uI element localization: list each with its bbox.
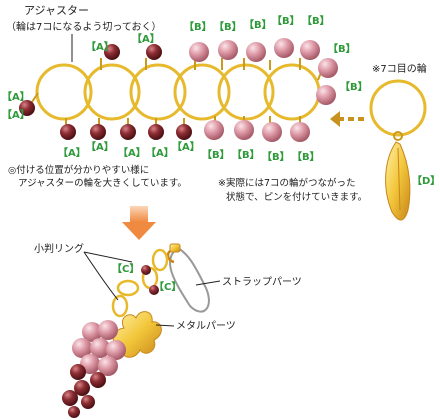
tag-b: 【B】 [340, 80, 368, 93]
tag-b: 【B】 [202, 148, 230, 161]
note-right-1: ※実際には7コの輪がつながった [218, 177, 356, 189]
tags-a: 【A】 【A】 【A】 【A】 【A】 【A】 【A】 【A】 【A】 [2, 32, 200, 159]
note-left-2: アジャスターの輪を大きくしています。 [18, 177, 187, 189]
tag-b: 【B】 [292, 150, 320, 163]
tag-a: 【A】 [146, 146, 174, 159]
tag-b: 【B】 [184, 20, 212, 33]
beads-b [189, 38, 338, 142]
adjuster-note: （輪は7コになるよう切っておく） [6, 20, 162, 33]
tag-b: 【B】 [262, 150, 290, 163]
seventh-ring [369, 79, 427, 137]
beads-a [19, 44, 192, 140]
tag-b: 【B】 [272, 14, 300, 27]
seventh-ring-label: ※7コ目の輪 [372, 62, 427, 75]
tag-a: 【A】 [132, 32, 160, 45]
tag-a: 【A】 [86, 140, 114, 153]
dashed-arrow [330, 111, 364, 127]
strap-parts-label: ストラップパーツ [222, 276, 302, 288]
leaf-charm-d [385, 141, 411, 221]
tag-b: 【B】 [244, 18, 272, 31]
tag-a: 【A】 [2, 90, 30, 103]
tag-b: 【B】 [328, 42, 356, 55]
strap-leader-line [195, 280, 221, 286]
tag-b: 【B】 [214, 20, 242, 33]
tag-b: 【B】 [232, 148, 260, 161]
tag-c: 【C】 [154, 280, 181, 293]
jump-ring [393, 131, 403, 141]
grape-cluster [62, 320, 126, 418]
small-bead [141, 265, 151, 275]
metal-leader-line [155, 324, 175, 327]
note-right-2: 状態で、ピンを付けていきます。 [226, 191, 367, 203]
note-left-1: ◎付ける位置が分かりやすい様に [8, 164, 149, 176]
small-ring-label: 小判リング [34, 242, 84, 255]
tag-a: 【A】 [58, 146, 86, 159]
step-down-arrow [122, 206, 156, 240]
tags-b: 【B】 【B】 【B】 【B】 【B】 【B】 【B】 【B】 【B】 【B】 … [184, 14, 368, 163]
tag-a: 【A】 [2, 108, 30, 121]
adjuster-title: アジャスター [24, 4, 89, 17]
small-bead [149, 285, 159, 295]
strap-cord [169, 246, 210, 313]
tag-a: 【A】 [86, 40, 114, 53]
tag-a: 【A】 [172, 140, 200, 153]
adjuster-chain [35, 63, 321, 121]
tag-a: 【A】 [118, 146, 146, 159]
metal-parts-label: メタルパーツ [176, 320, 236, 332]
tag-b: 【B】 [302, 14, 330, 27]
tag-c: 【C】 [112, 262, 139, 275]
tag-d: 【D】 [412, 174, 440, 187]
